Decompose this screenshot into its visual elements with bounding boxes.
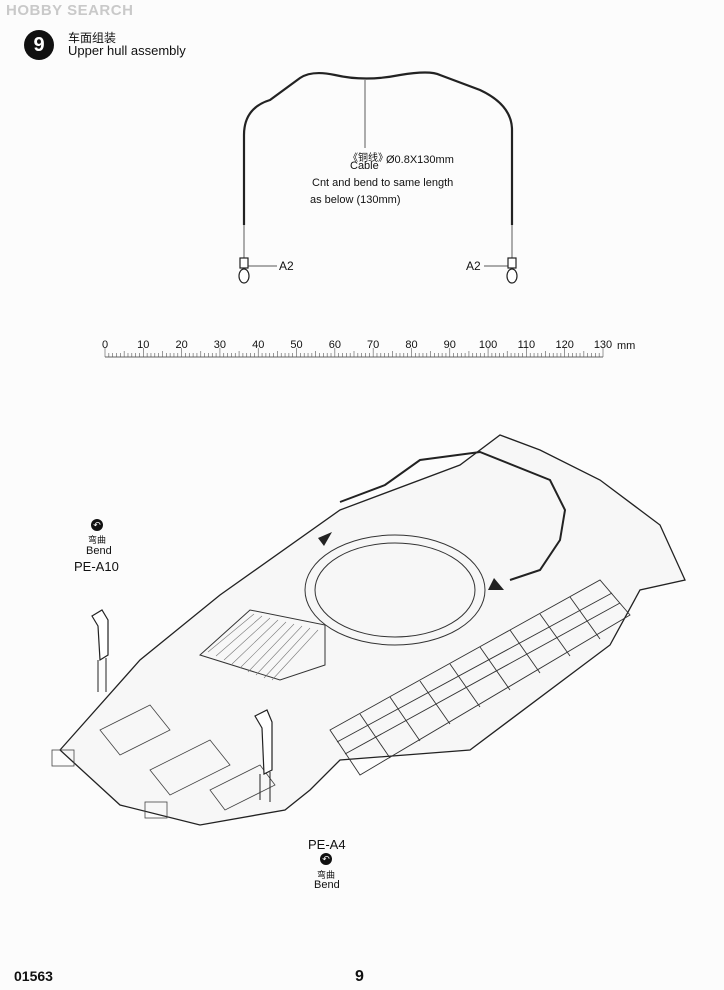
ruler-tick-label: 80 — [405, 339, 418, 351]
measurement-ruler — [104, 348, 604, 358]
ruler-tick-label: 40 — [252, 339, 265, 351]
ruler-tick-label: 50 — [290, 339, 303, 351]
pe-a10-bend-chinese: 弯曲 — [88, 536, 107, 546]
ruler-tick-label: 0 — [101, 339, 109, 351]
pe-a4-part-label: PE-A4 — [308, 837, 346, 852]
pe-a10-part-label: PE-A10 — [74, 559, 119, 574]
watermark-logo: HOBBY SEARCH — [6, 2, 134, 19]
ruler-unit: mm — [617, 340, 636, 352]
ruler-tick-label: 120 — [555, 339, 574, 351]
ruler-tick-label: 60 — [328, 339, 341, 351]
ruler-tick-label: 130 — [593, 339, 613, 351]
cable-diagram — [238, 71, 518, 284]
pe-a10-bend-label: Bend — [86, 545, 112, 557]
pe-a4-bend-chinese: 弯曲 — [317, 871, 336, 881]
ruler-tick-label: 100 — [478, 339, 498, 351]
step-number-badge: 9 — [24, 30, 54, 60]
ruler-tick-label: 30 — [213, 339, 227, 351]
cable-instruction-line2: as below (130mm) — [310, 194, 401, 206]
ruler-tick-label: 70 — [367, 339, 380, 351]
ruler-tick-label: 10 — [137, 339, 150, 351]
part-label-a2-left: A2 — [279, 259, 294, 273]
page-number: 9 — [355, 968, 364, 985]
cable-spec: Ø0.8X130mm — [386, 154, 454, 166]
ruler-tick-label: 110 — [517, 339, 536, 351]
step-title-chinese: 车面组装 — [68, 31, 117, 45]
pe-a4-bend-label: Bend — [314, 879, 340, 891]
bend-icon: ↶ — [91, 519, 103, 531]
cable-label: Cable — [350, 160, 379, 172]
upper-hull-illustration — [51, 434, 686, 826]
ruler-tick-label: 20 — [175, 339, 188, 351]
cable-instruction-line1: Cnt and bend to same length — [312, 177, 454, 189]
bend-icon: ↶ — [320, 853, 332, 865]
part-label-a2-right: A2 — [466, 259, 481, 273]
step-title-english: Upper hull assembly — [68, 43, 186, 58]
ruler-tick-label: 90 — [443, 339, 456, 351]
cable-label-chinese: 《铜线》 — [348, 153, 388, 164]
ruler-tick-labels: 0 10 20 30 40 50 60 70 80 90 100 110 120 130 — [0, 339, 724, 353]
kit-number: 01563 — [14, 968, 53, 984]
